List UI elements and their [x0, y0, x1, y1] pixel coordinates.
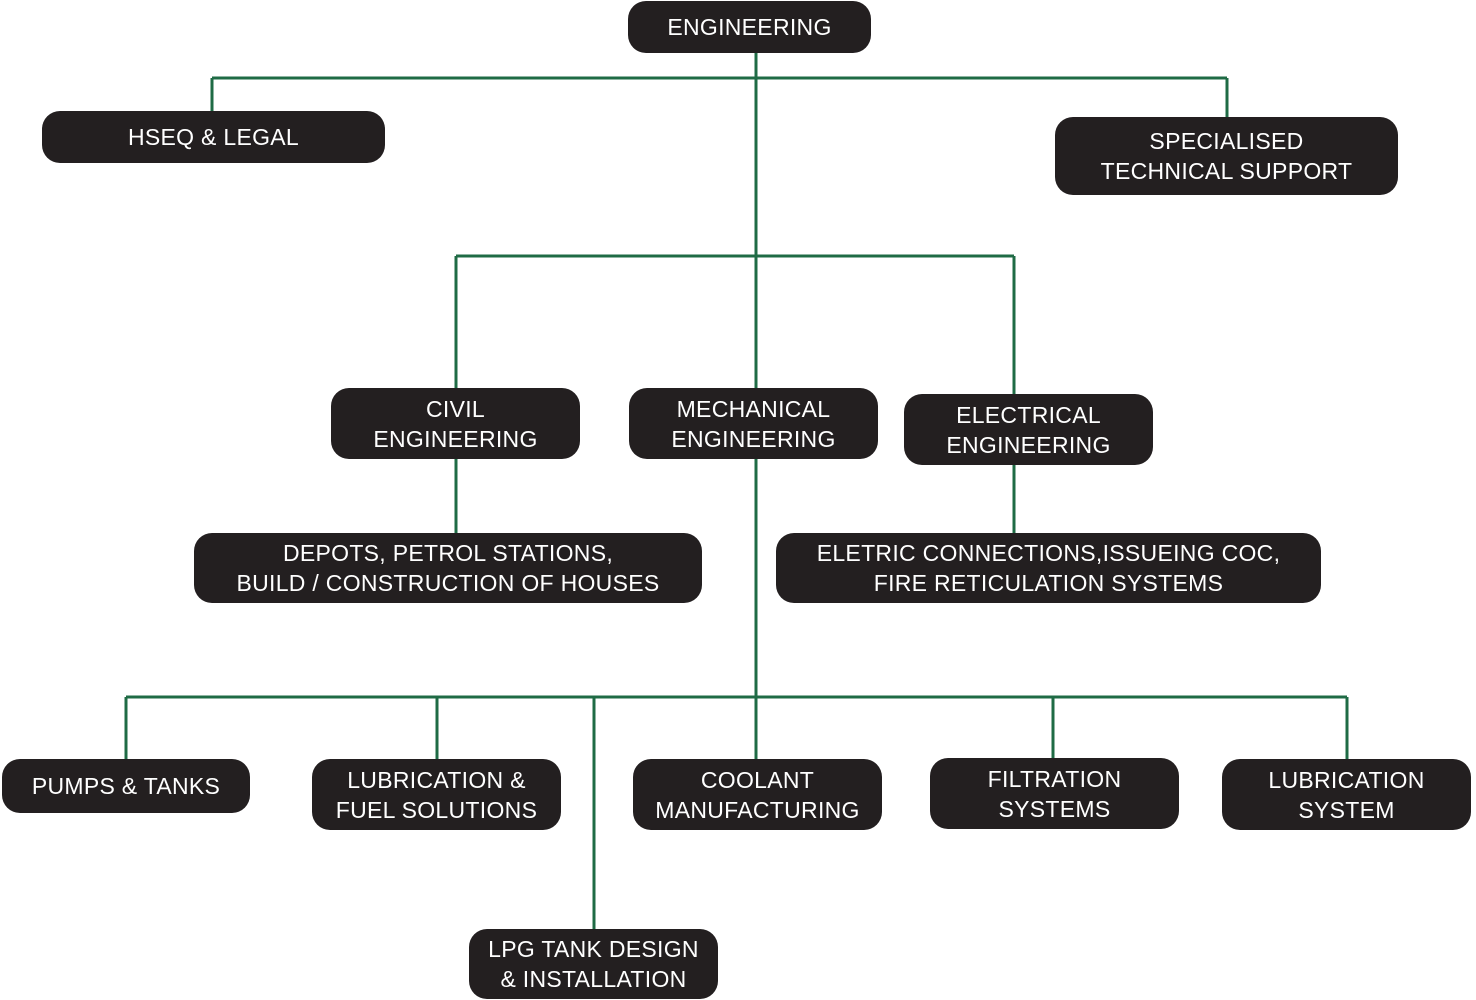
node-lpg-line-1: LPG TANK DESIGN	[488, 936, 699, 962]
node-electric-connections-line-2: FIRE RETICULATION SYSTEMS	[873, 570, 1224, 596]
node-engineering: ENGINEERING	[628, 1, 871, 53]
node-civil-line-1: CIVIL	[425, 395, 486, 422]
node-pumps-tanks: PUMPS & TANKS	[2, 759, 250, 813]
node-lubrication-system-line-2: SYSTEM	[1298, 796, 1395, 823]
node-lubrication-fuel-line-2: FUEL SOLUTIONS	[335, 796, 538, 823]
node-pumps-line-1: PUMPS & TANKS	[31, 773, 221, 799]
node-filtration-line-1: FILTRATION	[987, 765, 1122, 792]
node-civil-line-2: ENGINEERING	[373, 425, 538, 452]
node-electrical-engineering: ELECTRICAL ENGINEERING	[904, 394, 1153, 465]
node-electric-connections-line-1: ELETRIC CONNECTIONS,ISSUEING COC,	[816, 540, 1281, 566]
node-lpg-line-2: & INSTALLATION	[500, 966, 687, 992]
node-coolant-line-1: COOLANT	[700, 766, 815, 793]
node-specialised-line-2: TECHNICAL SUPPORT	[1100, 158, 1353, 184]
node-lubrication-system-line-1: LUBRICATION	[1268, 766, 1425, 793]
node-lubrication-system: LUBRICATION SYSTEM	[1222, 759, 1471, 830]
node-hseq-legal-line-1: HSEQ & LEGAL	[127, 124, 300, 150]
node-electric-connections: ELETRIC CONNECTIONS,ISSUEING COC, FIRE R…	[776, 533, 1321, 603]
node-mechanical-engineering: MECHANICAL ENGINEERING	[629, 388, 878, 459]
node-hseq-legal: HSEQ & LEGAL	[42, 111, 385, 163]
node-civil-engineering: CIVIL ENGINEERING	[331, 388, 580, 459]
node-specialised-line-1: SPECIALISED	[1149, 128, 1304, 154]
node-depots-line-1: DEPOTS, PETROL STATIONS,	[282, 540, 614, 566]
node-depots-petrol-stations: DEPOTS, PETROL STATIONS, BUILD / CONSTRU…	[194, 533, 702, 603]
node-depots-line-2: BUILD / CONSTRUCTION OF HOUSES	[236, 570, 660, 596]
node-specialised-technical-support: SPECIALISED TECHNICAL SUPPORT	[1055, 117, 1398, 195]
node-engineering-line-1: ENGINEERING	[667, 14, 832, 40]
node-mechanical-line-2: ENGINEERING	[671, 425, 836, 452]
node-lpg-tank-design: LPG TANK DESIGN & INSTALLATION	[469, 929, 718, 999]
node-filtration-line-2: SYSTEMS	[998, 795, 1111, 822]
node-filtration-systems: FILTRATION SYSTEMS	[930, 758, 1179, 829]
node-coolant-line-2: MANUFACTURING	[655, 796, 860, 823]
node-electrical-line-1: ELECTRICAL	[956, 401, 1101, 428]
node-electrical-line-2: ENGINEERING	[946, 431, 1111, 458]
node-lubrication-fuel-line-1: LUBRICATION &	[347, 766, 526, 793]
node-coolant-manufacturing: COOLANT MANUFACTURING	[633, 759, 882, 830]
node-mechanical-line-1: MECHANICAL	[676, 395, 831, 422]
node-lubrication-fuel-solutions: LUBRICATION & FUEL SOLUTIONS	[312, 759, 561, 830]
